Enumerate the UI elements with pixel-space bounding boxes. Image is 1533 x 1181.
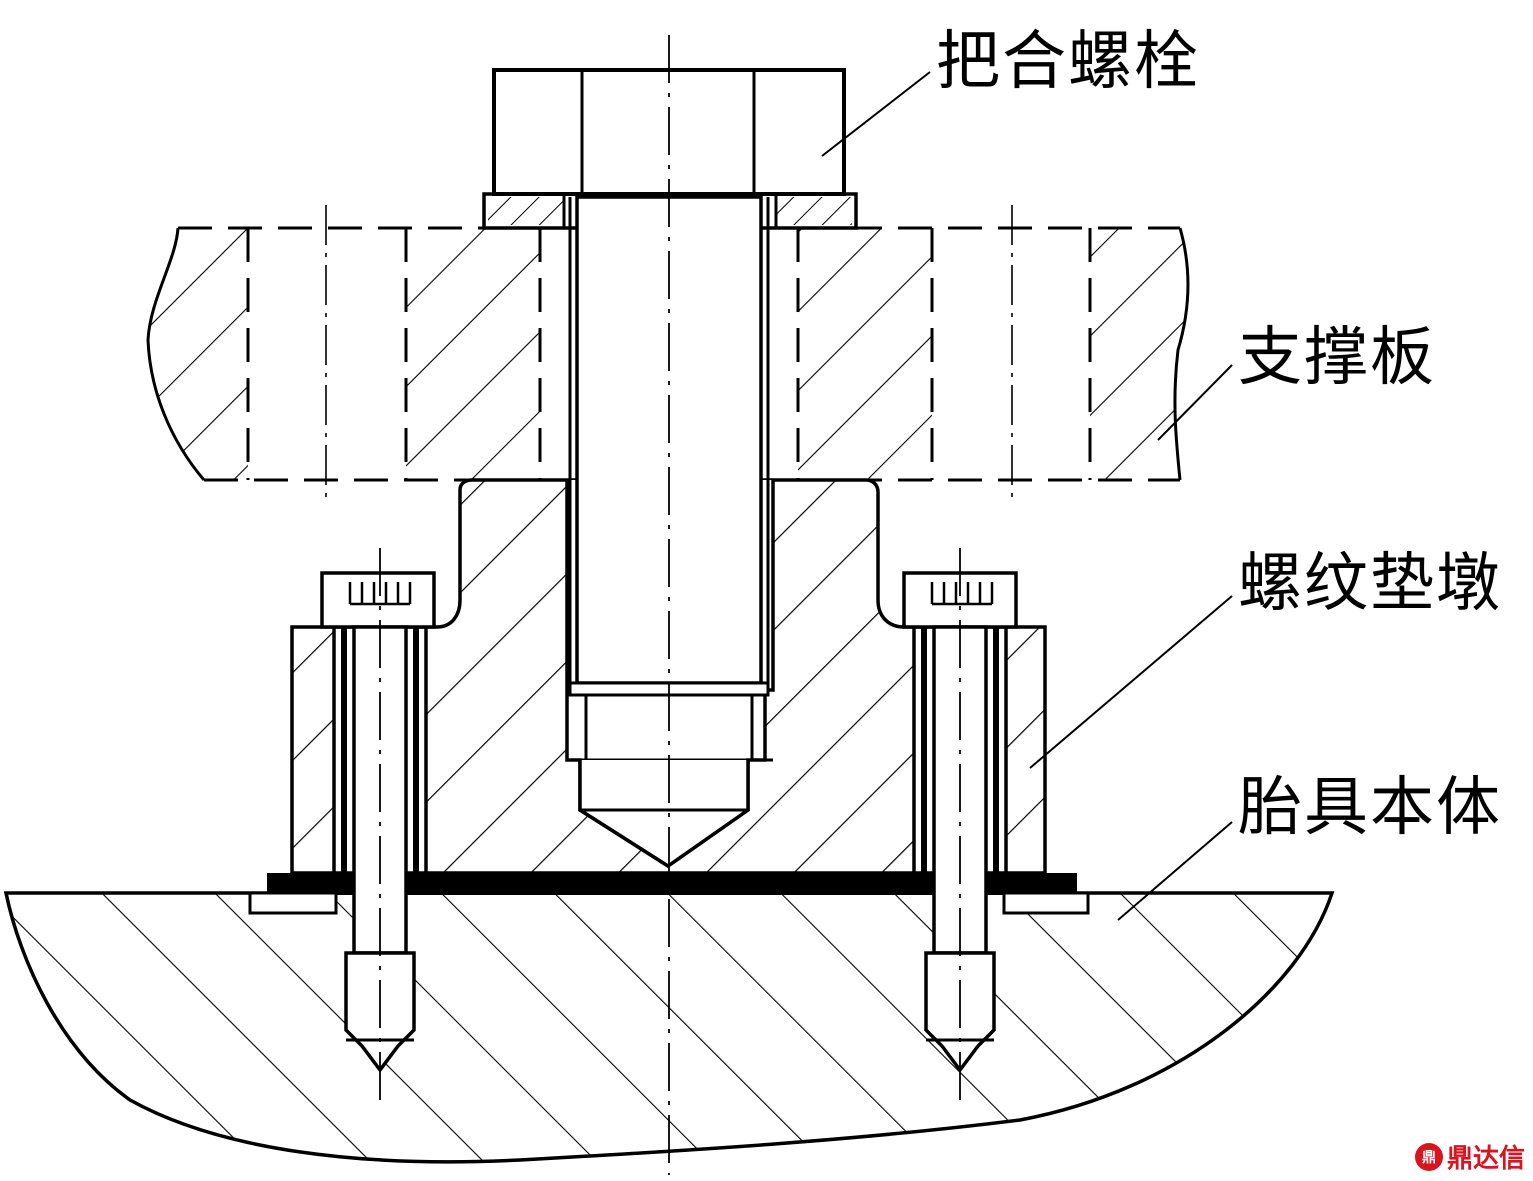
- leader-lines: [821, 71, 1233, 921]
- label-threaded-pad: 螺纹垫墩: [1238, 547, 1502, 621]
- leader-fixture-body: [1117, 821, 1233, 921]
- centerlines: [379, 35, 961, 1175]
- label-support-plate: 支撑板: [1238, 321, 1436, 395]
- leader-clamp-bolt: [821, 71, 931, 157]
- fixture-body: [3, 891, 1335, 1164]
- watermark-logo-icon: 鼎: [1414, 1142, 1443, 1171]
- label-clamp-bolt: 把合螺栓: [936, 25, 1200, 99]
- watermark: 鼎 鼎达信: [1414, 1138, 1525, 1175]
- base-shim: [248, 873, 1090, 915]
- leader-support-plate: [1157, 364, 1233, 441]
- label-fixture-body: 胎具本体: [1238, 771, 1502, 845]
- support-plate: [146, 205, 1190, 500]
- leader-threaded-pad: [1029, 595, 1233, 769]
- watermark-text: 鼎达信: [1446, 1144, 1525, 1174]
